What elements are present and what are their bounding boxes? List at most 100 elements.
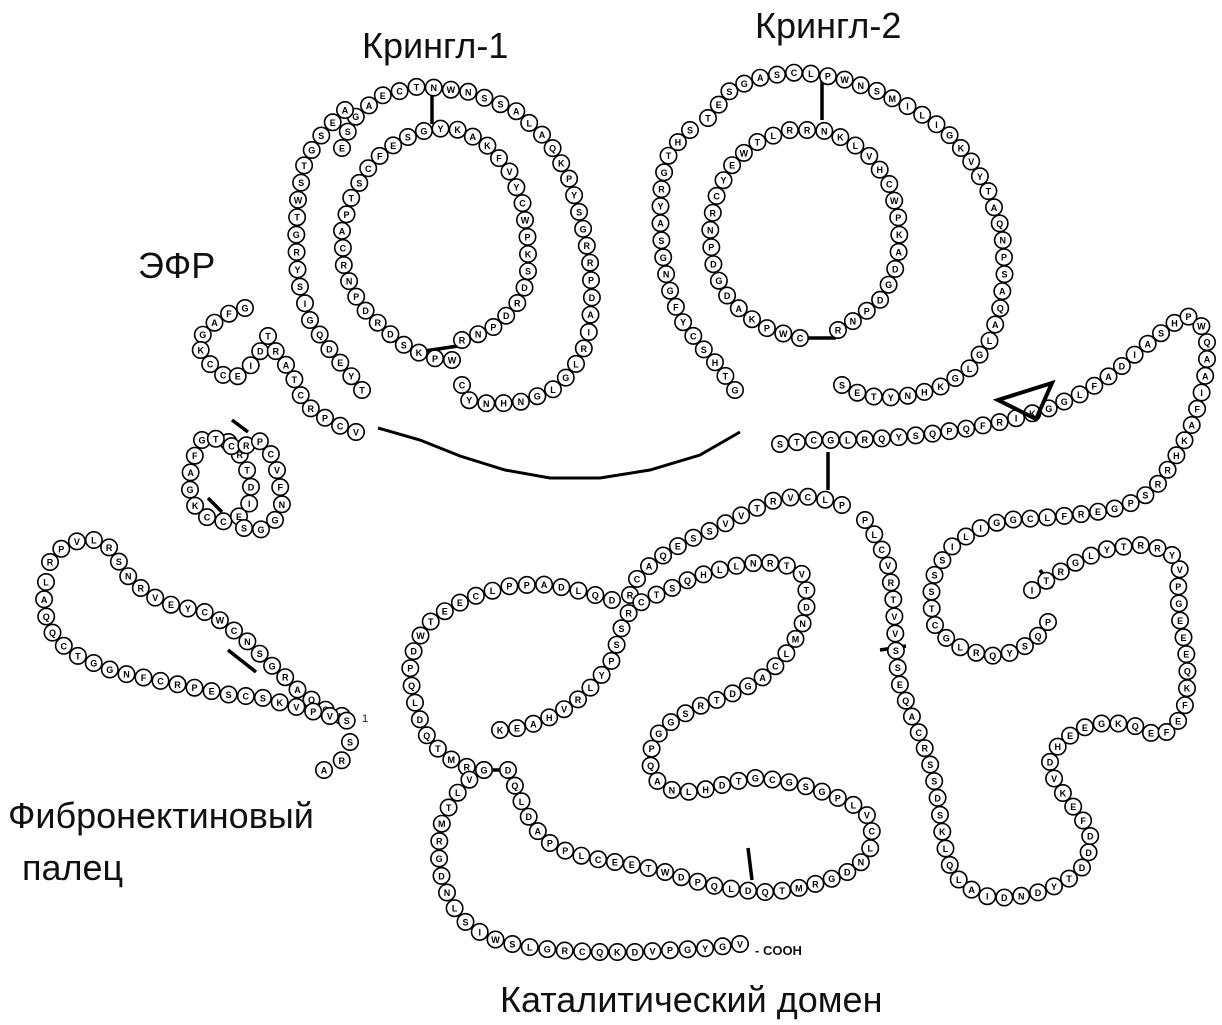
- svg-text:C: C: [204, 513, 211, 523]
- svg-text:R: R: [436, 837, 443, 847]
- catalytic-left-residue: P: [402, 660, 418, 676]
- connector-residue: C: [806, 432, 822, 448]
- svg-text:D: D: [632, 948, 639, 958]
- kringle1-inner-residue: G: [416, 123, 432, 139]
- catalytic-inner-residue: L: [728, 558, 744, 574]
- svg-text:E: E: [854, 388, 860, 398]
- catalytic-right-residue: F: [1177, 697, 1193, 713]
- svg-text:G: G: [660, 253, 667, 263]
- svg-text:R: R: [374, 318, 381, 328]
- catalytic-inner-residue: S: [608, 637, 624, 653]
- catalytic-right-residue: D: [1082, 828, 1098, 844]
- catalytic-left-residue: Q: [587, 587, 603, 603]
- svg-text:L: L: [967, 364, 973, 374]
- svg-text:L: L: [728, 884, 734, 894]
- kringle1-left-residue: T: [296, 157, 312, 173]
- kringle1-inner-residue: S: [400, 129, 416, 145]
- kringle1-outer-residue: S: [492, 96, 508, 112]
- catalytic-right-residue: K: [934, 824, 950, 840]
- kringle1-label: Крингл-1: [362, 25, 508, 66]
- connector-residue: F: [1086, 378, 1102, 394]
- svg-text:D: D: [844, 868, 851, 878]
- svg-text:G: G: [306, 316, 313, 326]
- kringle2-inner-residue: E: [724, 157, 740, 173]
- svg-text:T: T: [292, 375, 298, 385]
- catalytic-left-residue: Q: [419, 727, 435, 743]
- svg-text:G: G: [293, 230, 300, 240]
- kringle1-outer-residue: G: [575, 221, 591, 237]
- connector-residue: L: [958, 528, 974, 544]
- kringle2-outer-residue: G: [971, 346, 987, 362]
- catalytic-right-residue: A: [963, 881, 979, 897]
- finger-residue: G: [264, 658, 280, 674]
- kringle2-inner-residue: H: [872, 161, 888, 177]
- catalytic-left-residue: L: [570, 582, 586, 598]
- svg-text:V: V: [327, 712, 333, 722]
- kringle1-outer-residue: K: [553, 155, 569, 171]
- kringle2-left-residue: G: [727, 382, 743, 398]
- svg-text:S: S: [241, 524, 247, 534]
- catalytic-inner-residue: P: [830, 790, 846, 806]
- kringle2-inner-residue: R: [705, 205, 721, 221]
- kringle2-outer-residue: S: [869, 83, 885, 99]
- svg-text:G: G: [719, 942, 726, 952]
- svg-text:F: F: [496, 154, 502, 164]
- catalytic-inner-residue: N: [794, 615, 810, 631]
- connector-residue: K: [1176, 432, 1192, 448]
- kringle1-inner-residue: V: [501, 163, 517, 179]
- svg-text:D: D: [678, 873, 685, 883]
- svg-text:Y: Y: [720, 176, 726, 186]
- kringle1-left-residue: Y: [343, 368, 359, 384]
- kringle1-outer-residue: W: [443, 82, 459, 98]
- catalytic-inner-residue: L: [513, 793, 529, 809]
- svg-text:I: I: [1133, 350, 1136, 360]
- svg-text:G: G: [976, 350, 983, 360]
- svg-text:A: A: [187, 468, 194, 478]
- kringle2-outer-residue: N: [900, 388, 916, 404]
- svg-text:S: S: [895, 663, 901, 673]
- svg-text:V: V: [866, 151, 872, 161]
- svg-text:W: W: [740, 148, 749, 158]
- kringle2-outer-residue: W: [836, 71, 852, 87]
- catalytic-right-residue: D: [1030, 884, 1046, 900]
- egf-lower-residue: T: [239, 462, 255, 478]
- svg-text:C: C: [805, 492, 812, 502]
- svg-text:Q: Q: [549, 144, 556, 154]
- kringle2-inner-residue: A: [890, 244, 906, 260]
- kringle1-inner-residue: P: [348, 288, 364, 304]
- svg-text:Q: Q: [1034, 631, 1041, 641]
- catalytic-inner-residue: T: [730, 773, 746, 789]
- svg-text:W: W: [448, 356, 457, 366]
- catalytic-right-residue: G: [1171, 595, 1187, 611]
- catalytic-outer-residue: D: [433, 868, 449, 884]
- catalytic-outer-residue: D: [627, 944, 643, 960]
- egf-residue: T: [286, 371, 302, 387]
- svg-text:S: S: [803, 782, 809, 792]
- svg-text:W: W: [779, 329, 788, 339]
- catalytic-inner-residue: P: [690, 874, 706, 890]
- svg-text:E: E: [337, 358, 343, 368]
- kringle2-inner-residue: D: [705, 256, 721, 272]
- svg-text:P: P: [839, 501, 845, 511]
- catalytic-inner-residue: K: [492, 722, 508, 738]
- svg-text:T: T: [213, 434, 219, 444]
- catalytic-inner-residue: H: [697, 781, 713, 797]
- catalytic-top-residue: V: [733, 507, 749, 523]
- kringle2-left-residue: T: [717, 368, 733, 384]
- svg-text:V: V: [353, 428, 359, 438]
- svg-text:C: C: [869, 827, 876, 837]
- catalytic-right-residue: E: [1175, 629, 1191, 645]
- svg-text:P: P: [343, 210, 349, 220]
- catalytic-left-residue: Q: [403, 677, 419, 693]
- svg-text:Y: Y: [437, 124, 443, 134]
- egf-lower-residue: D: [243, 479, 259, 495]
- svg-text:G: G: [1072, 558, 1079, 568]
- egf-residue: G: [237, 300, 253, 316]
- svg-text:R: R: [770, 496, 777, 506]
- svg-text:W: W: [416, 631, 425, 641]
- svg-text:C: C: [769, 775, 776, 785]
- finger-residue: Q: [38, 608, 54, 624]
- svg-text:A: A: [587, 310, 594, 320]
- svg-text:L: L: [1045, 513, 1051, 523]
- catalytic-left-residue: P: [501, 578, 517, 594]
